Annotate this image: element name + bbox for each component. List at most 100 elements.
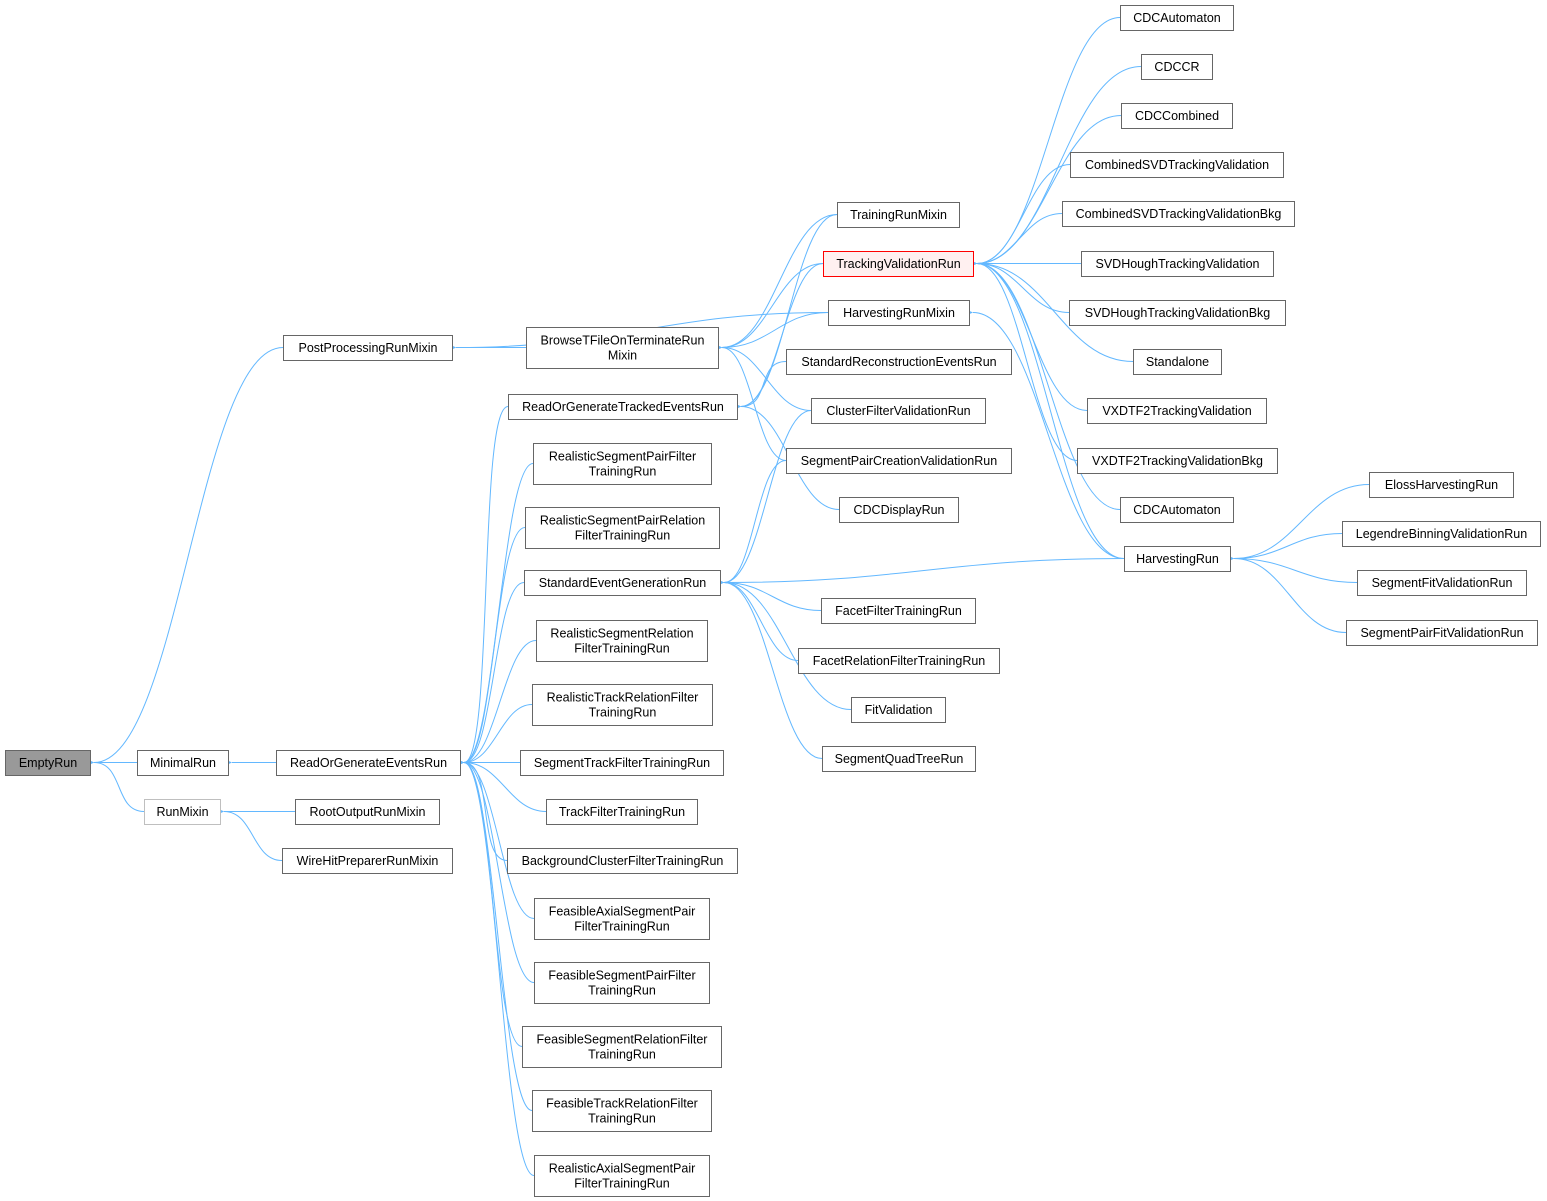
node-box[interactable] — [137, 750, 229, 776]
node-RealisticAxialSegmentPairFilterTrainingRun[interactable]: RealisticAxialSegmentPairFilterTrainingR… — [534, 1155, 710, 1197]
node-box[interactable] — [1342, 521, 1541, 547]
node-box[interactable] — [1077, 448, 1278, 474]
node-box[interactable] — [282, 848, 453, 874]
node-box[interactable] — [533, 443, 712, 485]
node-box[interactable] — [536, 620, 708, 662]
node-TrainingRunMixin[interactable]: TrainingRunMixin — [837, 202, 960, 228]
node-box[interactable] — [1069, 300, 1286, 326]
node-BackgroundClusterFilterTrainingRun[interactable]: BackgroundClusterFilterTrainingRun — [507, 848, 738, 874]
node-box[interactable] — [1081, 251, 1274, 277]
node-box[interactable] — [828, 300, 970, 326]
node-box[interactable] — [1121, 103, 1233, 129]
node-box[interactable] — [520, 750, 724, 776]
node-box[interactable] — [508, 394, 738, 420]
node-box[interactable] — [1346, 620, 1538, 646]
node-RealisticSegmentPairRelationFilterTrainingRun[interactable]: RealisticSegmentPairRelationFilterTraini… — [525, 507, 720, 549]
edge-FacetRelationFilterTrainingRun-to-StandardEventGenerationRun — [712, 577, 799, 661]
node-MinimalRun[interactable]: MinimalRun — [137, 750, 229, 776]
node-box[interactable] — [821, 598, 976, 624]
node-box[interactable] — [525, 507, 720, 549]
node-box[interactable] — [1124, 546, 1231, 572]
node-HarvestingRunMixin[interactable]: HarvestingRunMixin — [828, 300, 970, 326]
node-StandardReconstructionEventsRun[interactable]: StandardReconstructionEventsRun — [786, 349, 1012, 375]
node-box[interactable] — [283, 335, 453, 361]
node-box[interactable] — [837, 202, 960, 228]
node-TrackFilterTrainingRun[interactable]: TrackFilterTrainingRun — [546, 799, 698, 825]
node-FitValidation[interactable]: FitValidation — [851, 697, 946, 723]
node-SegmentTrackFilterTrainingRun[interactable]: SegmentTrackFilterTrainingRun — [520, 750, 724, 776]
node-box[interactable] — [532, 684, 713, 726]
node-RunMixin[interactable]: RunMixin — [144, 799, 221, 825]
node-box[interactable] — [524, 570, 721, 596]
node-CDCCR[interactable]: CDCCR — [1141, 54, 1213, 80]
node-SegmentQuadTreeRun[interactable]: SegmentQuadTreeRun — [822, 746, 976, 772]
node-RealisticSegmentRelationFilterTrainingRun[interactable]: RealisticSegmentRelationFilterTrainingRu… — [536, 620, 708, 662]
node-box[interactable] — [811, 398, 986, 424]
node-CDCAutomaton1[interactable]: CDCAutomaton — [1120, 5, 1234, 31]
node-EmptyRun[interactable]: EmptyRun — [5, 750, 91, 776]
node-box[interactable] — [534, 1155, 710, 1197]
node-box[interactable] — [1087, 398, 1267, 424]
node-VXDTF2TrackingValidation[interactable]: VXDTF2TrackingValidation — [1087, 398, 1267, 424]
node-box[interactable] — [5, 750, 91, 776]
node-PostProcessingRunMixin[interactable]: PostProcessingRunMixin — [283, 335, 453, 361]
node-CombinedSVDTrackingValidationBkg[interactable]: CombinedSVDTrackingValidationBkg — [1062, 201, 1295, 227]
node-box[interactable] — [786, 349, 1012, 375]
node-box[interactable] — [851, 697, 946, 723]
node-SegmentPairFitValidationRun[interactable]: SegmentPairFitValidationRun — [1346, 620, 1538, 646]
node-box[interactable] — [507, 848, 738, 874]
node-box[interactable] — [1357, 570, 1527, 596]
node-box[interactable] — [823, 251, 974, 277]
node-SegmentPairCreationValidationRun[interactable]: SegmentPairCreationValidationRun — [786, 448, 1012, 474]
node-VXDTF2TrackingValidationBkg[interactable]: VXDTF2TrackingValidationBkg — [1077, 448, 1278, 474]
node-RootOutputRunMixin[interactable]: RootOutputRunMixin — [295, 799, 440, 825]
node-box[interactable] — [1120, 497, 1234, 523]
node-box[interactable] — [798, 648, 1000, 674]
node-CombinedSVDTrackingValidation[interactable]: CombinedSVDTrackingValidation — [1070, 152, 1284, 178]
node-label: FeasibleSegmentRelationFilter — [537, 1033, 708, 1047]
node-box[interactable] — [822, 746, 976, 772]
node-box[interactable] — [144, 799, 221, 825]
node-box[interactable] — [534, 962, 710, 1004]
node-CDCCombined[interactable]: CDCCombined — [1121, 103, 1233, 129]
node-box[interactable] — [1141, 54, 1213, 80]
node-FeasibleAxialSegmentPairFilterTrainingRun[interactable]: FeasibleAxialSegmentPairFilterTrainingRu… — [534, 898, 710, 940]
node-box[interactable] — [522, 1026, 722, 1068]
node-StandardEventGenerationRun[interactable]: StandardEventGenerationRun — [524, 570, 721, 596]
node-box[interactable] — [1133, 349, 1222, 375]
node-box[interactable] — [532, 1090, 712, 1132]
node-box[interactable] — [1120, 5, 1234, 31]
node-SVDHoughTrackingValidationBkg[interactable]: SVDHoughTrackingValidationBkg — [1069, 300, 1286, 326]
node-ReadOrGenerateTrackedEventsRun[interactable]: ReadOrGenerateTrackedEventsRun — [508, 394, 738, 420]
node-CDCDisplayRun[interactable]: CDCDisplayRun — [839, 497, 959, 523]
node-box[interactable] — [1062, 201, 1295, 227]
node-box[interactable] — [534, 898, 710, 940]
node-ReadOrGenerateEventsRun[interactable]: ReadOrGenerateEventsRun — [276, 750, 461, 776]
node-TrackingValidationRun[interactable]: TrackingValidationRun — [823, 251, 974, 277]
node-ClusterFilterValidationRun[interactable]: ClusterFilterValidationRun — [811, 398, 986, 424]
node-box[interactable] — [276, 750, 461, 776]
node-SVDHoughTrackingValidation[interactable]: SVDHoughTrackingValidation — [1081, 251, 1274, 277]
node-box[interactable] — [839, 497, 959, 523]
node-WireHitPreparerRunMixin[interactable]: WireHitPreparerRunMixin — [282, 848, 453, 874]
node-ElossHarvestingRun[interactable]: ElossHarvestingRun — [1369, 472, 1514, 498]
node-FacetFilterTrainingRun[interactable]: FacetFilterTrainingRun — [821, 598, 976, 624]
node-box[interactable] — [786, 448, 1012, 474]
node-HarvestingRun[interactable]: HarvestingRun — [1124, 546, 1231, 572]
node-box[interactable] — [295, 799, 440, 825]
node-box[interactable] — [1369, 472, 1514, 498]
node-LegendreBinningValidationRun[interactable]: LegendreBinningValidationRun — [1342, 521, 1541, 547]
node-SegmentFitValidationRun[interactable]: SegmentFitValidationRun — [1357, 570, 1527, 596]
node-box[interactable] — [546, 799, 698, 825]
node-FacetRelationFilterTrainingRun[interactable]: FacetRelationFilterTrainingRun — [798, 648, 1000, 674]
node-box[interactable] — [1070, 152, 1284, 178]
node-Standalone[interactable]: Standalone — [1133, 349, 1222, 375]
node-CDCAutomaton2[interactable]: CDCAutomaton — [1120, 497, 1234, 523]
node-box[interactable] — [526, 327, 719, 369]
